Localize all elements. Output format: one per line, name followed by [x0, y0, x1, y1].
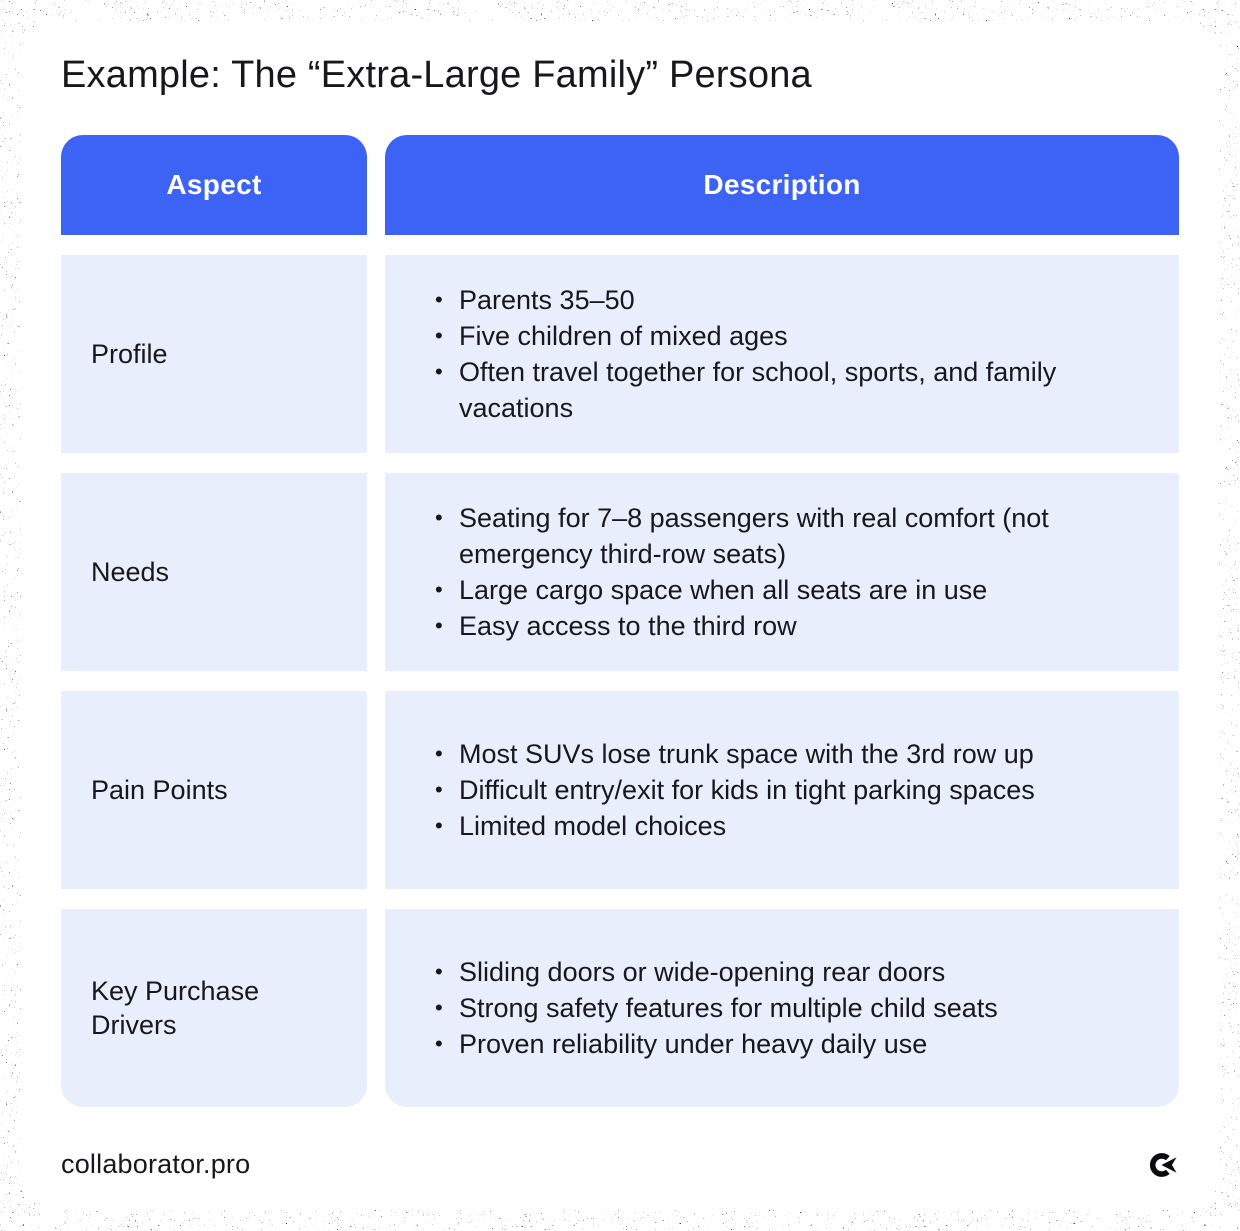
bullet-item: • Proven reliability under heavy daily us… [433, 1026, 1139, 1062]
aspect-label: Profile [91, 339, 168, 369]
aspect-label: Pain Points [91, 775, 228, 805]
bullet-item: • Limited model choices [433, 808, 1139, 844]
bullet-list: • Sliding doors or wide-opening rear door… [433, 954, 1139, 1062]
bullet-text: Seating for 7–8 passengers with real com… [459, 503, 1049, 569]
bullet-item: • Often travel together for school, sport… [433, 354, 1139, 426]
bullet-text: Most SUVs lose trunk space with the 3rd … [459, 739, 1034, 769]
bullet-item: • Most SUVs lose trunk space with the 3rd… [433, 736, 1139, 772]
aspect-label: Key Purchase Drivers [91, 976, 260, 1040]
header-label-description: Description [703, 169, 861, 200]
header-label-aspect: Aspect [166, 169, 262, 200]
bullet-text: Proven reliability under heavy daily use [459, 1029, 928, 1059]
page-footer: collaborator.pro [61, 1149, 1179, 1180]
bullet-icon: • [435, 813, 443, 838]
aspect-cell: Pain Points [61, 691, 367, 889]
bullet-icon: • [435, 577, 443, 602]
bullet-item: • Large cargo space when all seats are in… [433, 572, 1139, 608]
description-cell: • Parents 35–50 • Five children of mixed ag… [385, 255, 1179, 453]
bullet-icon: • [435, 613, 443, 638]
persona-table: Aspect Description Profile • Parents 35–5… [61, 135, 1179, 1107]
brand-wordmark: collaborator.pro [61, 1149, 251, 1179]
bullet-item: • Seating for 7–8 passengers with real co… [433, 500, 1139, 572]
page-title: Example: The “Extra-Large Family” Person… [61, 54, 812, 96]
bullet-icon: • [435, 741, 443, 766]
bullet-text: Difficult entry/exit for kids in tight p… [459, 775, 1035, 805]
table-row: Key Purchase Drivers • Sliding doors or w… [61, 909, 1179, 1107]
bullet-icon: • [435, 777, 443, 802]
description-cell: • Most SUVs lose trunk space with the 3rd… [385, 691, 1179, 889]
bullet-text: Parents 35–50 [459, 285, 635, 315]
bullet-item: • Strong safety features for multiple chi… [433, 990, 1139, 1026]
description-cell: • Seating for 7–8 passengers with real co… [385, 473, 1179, 671]
bullet-icon: • [435, 287, 443, 312]
table-header-row: Aspect Description [61, 135, 1179, 235]
table-row: Needs • Seating for 7–8 passengers with r… [61, 473, 1179, 671]
bullet-icon: • [435, 323, 443, 348]
bullet-icon: • [435, 505, 443, 530]
bullet-text: Sliding doors or wide-opening rear doors [459, 957, 946, 987]
bullet-icon: • [435, 359, 443, 384]
content-card: Example: The “Extra-Large Family” Person… [21, 21, 1219, 1210]
bullet-list: • Most SUVs lose trunk space with the 3rd… [433, 736, 1139, 844]
bullet-item: • Sliding doors or wide-opening rear door… [433, 954, 1139, 990]
bullet-text: Five children of mixed ages [459, 321, 788, 351]
bullet-icon: • [435, 1031, 443, 1056]
table-row: Profile • Parents 35–50 • Five children of … [61, 255, 1179, 453]
header-cell-aspect: Aspect [61, 135, 367, 235]
bullet-icon: • [435, 995, 443, 1020]
bullet-item: • Easy access to the third row [433, 608, 1139, 644]
bullet-item: • Five children of mixed ages [433, 318, 1139, 354]
table-row: Pain Points • Most SUVs lose trunk space … [61, 691, 1179, 889]
aspect-cell: Profile [61, 255, 367, 453]
header-cell-description: Description [385, 135, 1179, 235]
bullet-item: • Difficult entry/exit for kids in tight … [433, 772, 1139, 808]
bullet-text: Large cargo space when all seats are in … [459, 575, 988, 605]
aspect-cell: Needs [61, 473, 367, 671]
collaborator-logo-icon [1149, 1152, 1177, 1177]
bullet-item: • Parents 35–50 [433, 282, 1139, 318]
bullet-text: Easy access to the third row [459, 611, 797, 641]
bullet-icon: • [435, 959, 443, 984]
aspect-cell: Key Purchase Drivers [61, 909, 367, 1107]
aspect-label: Needs [91, 557, 170, 587]
bullet-list: • Seating for 7–8 passengers with real co… [433, 500, 1139, 644]
bullet-text: Strong safety features for multiple chil… [459, 993, 998, 1023]
bullet-text: Often travel together for school, sports… [459, 357, 1057, 423]
bullet-list: • Parents 35–50 • Five children of mixed ag… [433, 282, 1139, 426]
bullet-text: Limited model choices [459, 811, 727, 841]
description-cell: • Sliding doors or wide-opening rear door… [385, 909, 1179, 1107]
